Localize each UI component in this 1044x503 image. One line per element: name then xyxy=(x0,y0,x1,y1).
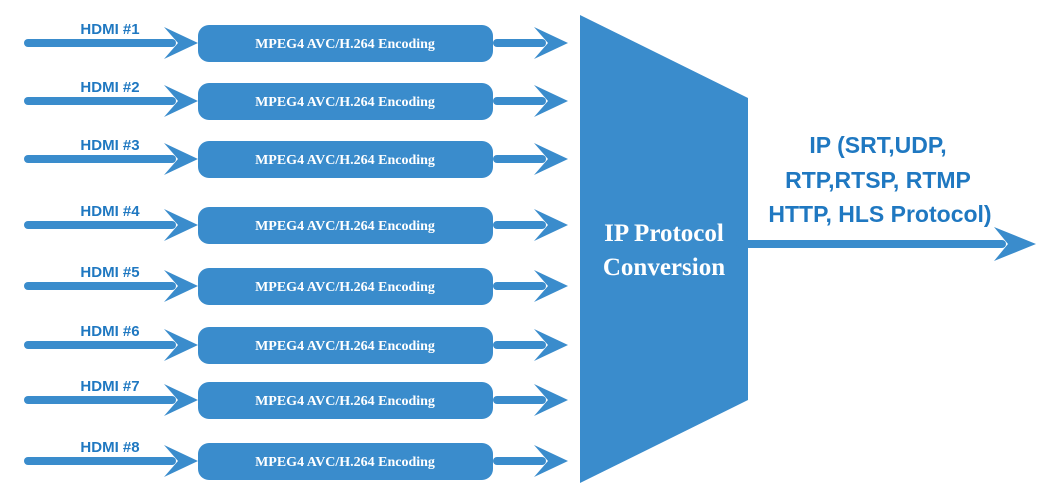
encoder-output-arrow xyxy=(493,329,568,361)
encoder-label: MPEG4 AVC/H.264 Encoding xyxy=(255,95,435,110)
converter-label-line2: Conversion xyxy=(603,254,725,281)
input-row: HDMI #3 MPEG4 AVC/H.264 Encoding xyxy=(24,137,568,178)
encoder-label: MPEG4 AVC/H.264 Encoding xyxy=(255,37,435,52)
encoder-box xyxy=(198,83,493,120)
encoder-label: MPEG4 AVC/H.264 Encoding xyxy=(255,455,435,470)
output-label-line1: IP (SRT,UDP, xyxy=(809,132,946,158)
encoder-box xyxy=(198,25,493,62)
input-arrow xyxy=(24,143,198,175)
input-row: HDMI #5 MPEG4 AVC/H.264 Encoding xyxy=(24,264,568,305)
encoder-output-arrow xyxy=(493,384,568,416)
encoder-output-arrow xyxy=(493,27,568,59)
encoder-box xyxy=(198,207,493,244)
hdmi-label: HDMI #6 xyxy=(80,323,139,340)
output-label-line2: RTP,RTSP, RTMP xyxy=(785,167,971,193)
encoder-box xyxy=(198,382,493,419)
encoder-box xyxy=(198,141,493,178)
output-arrow xyxy=(736,227,1036,261)
input-row: HDMI #7 MPEG4 AVC/H.264 Encoding xyxy=(24,378,568,419)
input-arrow xyxy=(24,85,198,117)
input-row: HDMI #6 MPEG4 AVC/H.264 Encoding xyxy=(24,323,568,364)
input-arrow xyxy=(24,384,198,416)
encoder-box xyxy=(198,443,493,480)
encoder-output-arrow xyxy=(493,209,568,241)
input-arrow xyxy=(24,209,198,241)
output-label-line3: HTTP, HLS Protocol) xyxy=(768,201,991,227)
encoder-label: MPEG4 AVC/H.264 Encoding xyxy=(255,339,435,354)
input-row: HDMI #4 MPEG4 AVC/H.264 Encoding xyxy=(24,203,568,244)
hdmi-label: HDMI #2 xyxy=(80,79,139,96)
hdmi-label: HDMI #5 xyxy=(80,264,139,281)
encoder-output-arrow xyxy=(493,85,568,117)
input-row: HDMI #8 MPEG4 AVC/H.264 Encoding xyxy=(24,439,568,480)
encoder-label: MPEG4 AVC/H.264 Encoding xyxy=(255,280,435,295)
hdmi-label: HDMI #1 xyxy=(80,21,139,38)
input-arrow xyxy=(24,27,198,59)
encoder-label: MPEG4 AVC/H.264 Encoding xyxy=(255,153,435,168)
encoder-box xyxy=(198,268,493,305)
hdmi-label: HDMI #4 xyxy=(80,203,140,220)
input-arrow xyxy=(24,329,198,361)
converter-label-line1: IP Protocol xyxy=(604,220,724,247)
input-arrow xyxy=(24,270,198,302)
hdmi-label: HDMI #7 xyxy=(80,378,139,395)
encoder-label: MPEG4 AVC/H.264 Encoding xyxy=(255,394,435,409)
encoder-output-arrow xyxy=(493,270,568,302)
encoder-output-arrow xyxy=(493,445,568,477)
ip-protocol-conversion-block xyxy=(580,15,748,483)
encoder-label: MPEG4 AVC/H.264 Encoding xyxy=(255,219,435,234)
input-arrow xyxy=(24,445,198,477)
hdmi-label: HDMI #8 xyxy=(80,439,139,456)
input-row: HDMI #1 MPEG4 AVC/H.264 Encoding xyxy=(24,21,568,62)
input-row: HDMI #2 MPEG4 AVC/H.264 Encoding xyxy=(24,79,568,120)
hdmi-label: HDMI #3 xyxy=(80,137,139,154)
encoder-output-arrow xyxy=(493,143,568,175)
encoder-box xyxy=(198,327,493,364)
